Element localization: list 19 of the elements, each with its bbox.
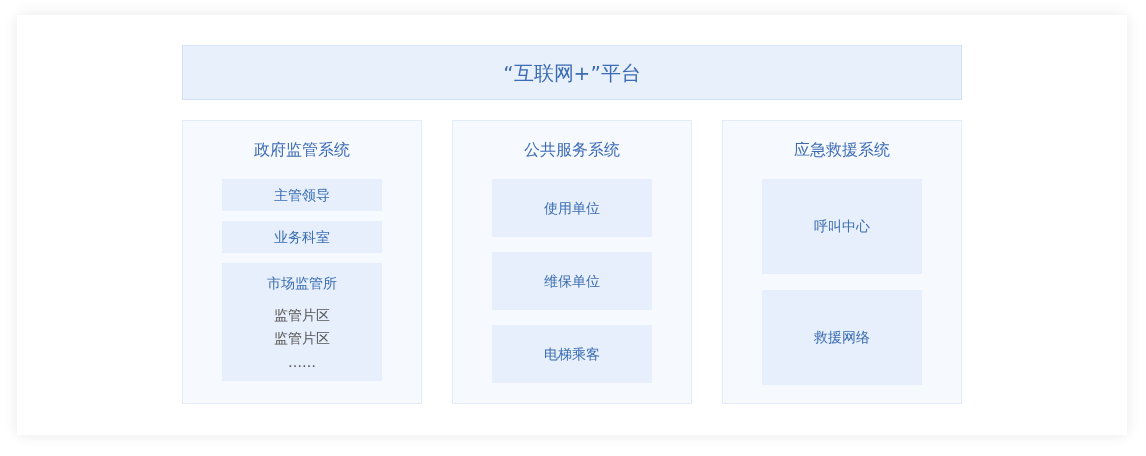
ellipsis-text: …… [288,353,316,371]
panel-title: 应急救援系统 [794,140,890,160]
unit-label: 维保单位 [544,272,600,290]
platform-banner [182,45,962,100]
unit-label: 业务科室 [274,228,330,246]
system-panel [182,120,422,404]
unit-label: 救援网络 [814,329,870,346]
system-panel [722,120,962,404]
banner-title: “互联网+”平台 [503,60,641,85]
unit-label: 使用单位 [544,199,600,217]
unit-label: 市场监管所 [267,274,337,292]
sub-unit-label: 监管片区 [274,306,330,324]
panel-title: 政府监管系统 [254,140,350,160]
unit-label: 主管领导 [274,186,330,204]
sub-unit-label: 监管片区 [274,329,330,347]
panel-title: 公共服务系统 [524,140,620,160]
unit-label: 呼叫中心 [814,218,870,235]
system-panel [452,120,692,404]
unit-label: 电梯乘客 [544,345,600,363]
